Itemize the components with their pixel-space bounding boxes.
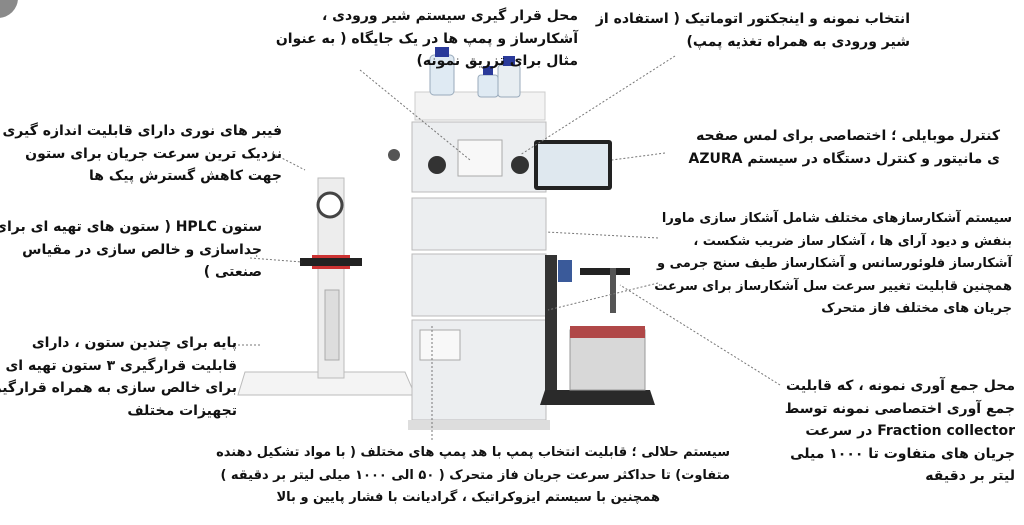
annotation-line: آشکارساز فلوئورسانس و آشکارساز طیف سنج ج… bbox=[656, 256, 1012, 271]
annotation-line: جداسازی و خالص سازی در مقیاس bbox=[22, 241, 262, 258]
annotation-line: تجهیزات مختلف bbox=[127, 402, 237, 419]
annotation-mobile-control: کنترل موبایلی ؛ اختصاصی برای لمس صفحه ی … bbox=[688, 125, 1000, 170]
fraction-collector bbox=[540, 255, 655, 405]
annotation-line: مثال برای تزریق نمونه) bbox=[416, 53, 578, 69]
annotation-column-stand: پایه برای چندین ستون ، دارای قابلیت قرار… bbox=[0, 332, 237, 422]
annotation-hplc-column: ستون HPLC ( ستون های تهیه ای برای جداساز… bbox=[0, 216, 262, 284]
stand-gauge bbox=[316, 191, 344, 219]
annotation-line: همچنین با سیستم ایزوکراتیک ، گرادیانت با… bbox=[276, 490, 660, 505]
leader-lines bbox=[238, 55, 781, 440]
annotation-line: جریان های مختلف فاز متحرک bbox=[821, 301, 1012, 316]
annotation-line: پایه برای چندین ستون ، دارای bbox=[31, 335, 237, 351]
annotation-line: همچنین قابلیت تغییر سرعت سل آشکارساز برا… bbox=[654, 278, 1012, 294]
annotation-line: لیتر بر دقیقه bbox=[925, 468, 1015, 484]
annotation-line: انتخاب نمونه و اینجکتور اتوماتیک ( استفا… bbox=[595, 11, 910, 27]
annotation-line: Fraction collector در سرعت bbox=[805, 423, 1015, 439]
annotation-line: محل جمع آوری نمونه ، که قابلیت bbox=[786, 378, 1015, 394]
annotation-line: محل قرار گیری سیستم شیر ورودی ، bbox=[321, 8, 578, 24]
annotation-line: شیر ورودی به همراه تغذیه پمپ) bbox=[686, 33, 910, 50]
annotation-line: ستون HPLC ( ستون های تهیه ای برای bbox=[0, 219, 262, 235]
module-stack bbox=[408, 121, 550, 430]
annotation-solvent-system: سیستم حلالی ؛ قابلیت انتخاب پمپ با هد پم… bbox=[216, 442, 730, 510]
annotation-detectors: سیستم آشکارسازهای مختلف شامل آشکاز سازی … bbox=[654, 208, 1012, 321]
annotation-line: برای خالص سازی به همراه قرارگیری bbox=[0, 380, 237, 396]
annotation-optical-fibers: فیبر های نوری دارای قابلیت اندازه گیری ن… bbox=[2, 120, 282, 188]
annotation-line: قابلیت قرارگیری ۳ ستون تهیه ای bbox=[5, 357, 237, 374]
annotation-line: جریان های متفاوت تا ۱۰۰۰ میلی bbox=[790, 445, 1015, 462]
annotation-fraction-collector: محل جمع آوری نمونه ، که قابلیت جمع آوری … bbox=[785, 375, 1015, 488]
annotation-line: بنفش و دیود آرای ها ، آشکار ساز ضریب شکس… bbox=[693, 233, 1012, 249]
annotation-line: سیستم آشکارسازهای مختلف شامل آشکاز سازی … bbox=[661, 211, 1012, 226]
annotation-line: نزدیک ترین سرعت جریان برای ستون bbox=[25, 145, 282, 162]
annotation-line: ی مانیتور و کنترل دستگاه در سیستم AZURA bbox=[688, 150, 1000, 167]
solvent-bottles bbox=[429, 47, 521, 98]
annotation-inlet-valve: محل قرار گیری سیستم شیر ورودی ، آشکارساز… bbox=[276, 5, 578, 73]
annotation-line: کنترل موبایلی ؛ اختصاصی برای لمس صفحه bbox=[696, 128, 1000, 144]
annotation-line: جهت کاهش گسترش پیک ها bbox=[89, 168, 282, 184]
annotation-line: صنعتی ) bbox=[203, 264, 262, 280]
annotation-line: سیستم حلالی ؛ قابلیت انتخاب پمپ با هد پم… bbox=[216, 445, 730, 460]
annotation-line: فیبر های نوری دارای قابلیت اندازه گیری bbox=[2, 123, 282, 139]
annotation-line: متفاوت) تا حداکثر سرعت جریان فاز متحرک (… bbox=[220, 467, 730, 483]
annotation-autosampler: انتخاب نمونه و اینجکتور اتوماتیک ( استفا… bbox=[596, 8, 910, 53]
annotation-line: جمع آوری اختصاصی نمونه توسط bbox=[784, 400, 1015, 417]
annotation-line: آشکارساز و پمپ ها در یک جایگاه ( به عنوا… bbox=[275, 30, 578, 47]
